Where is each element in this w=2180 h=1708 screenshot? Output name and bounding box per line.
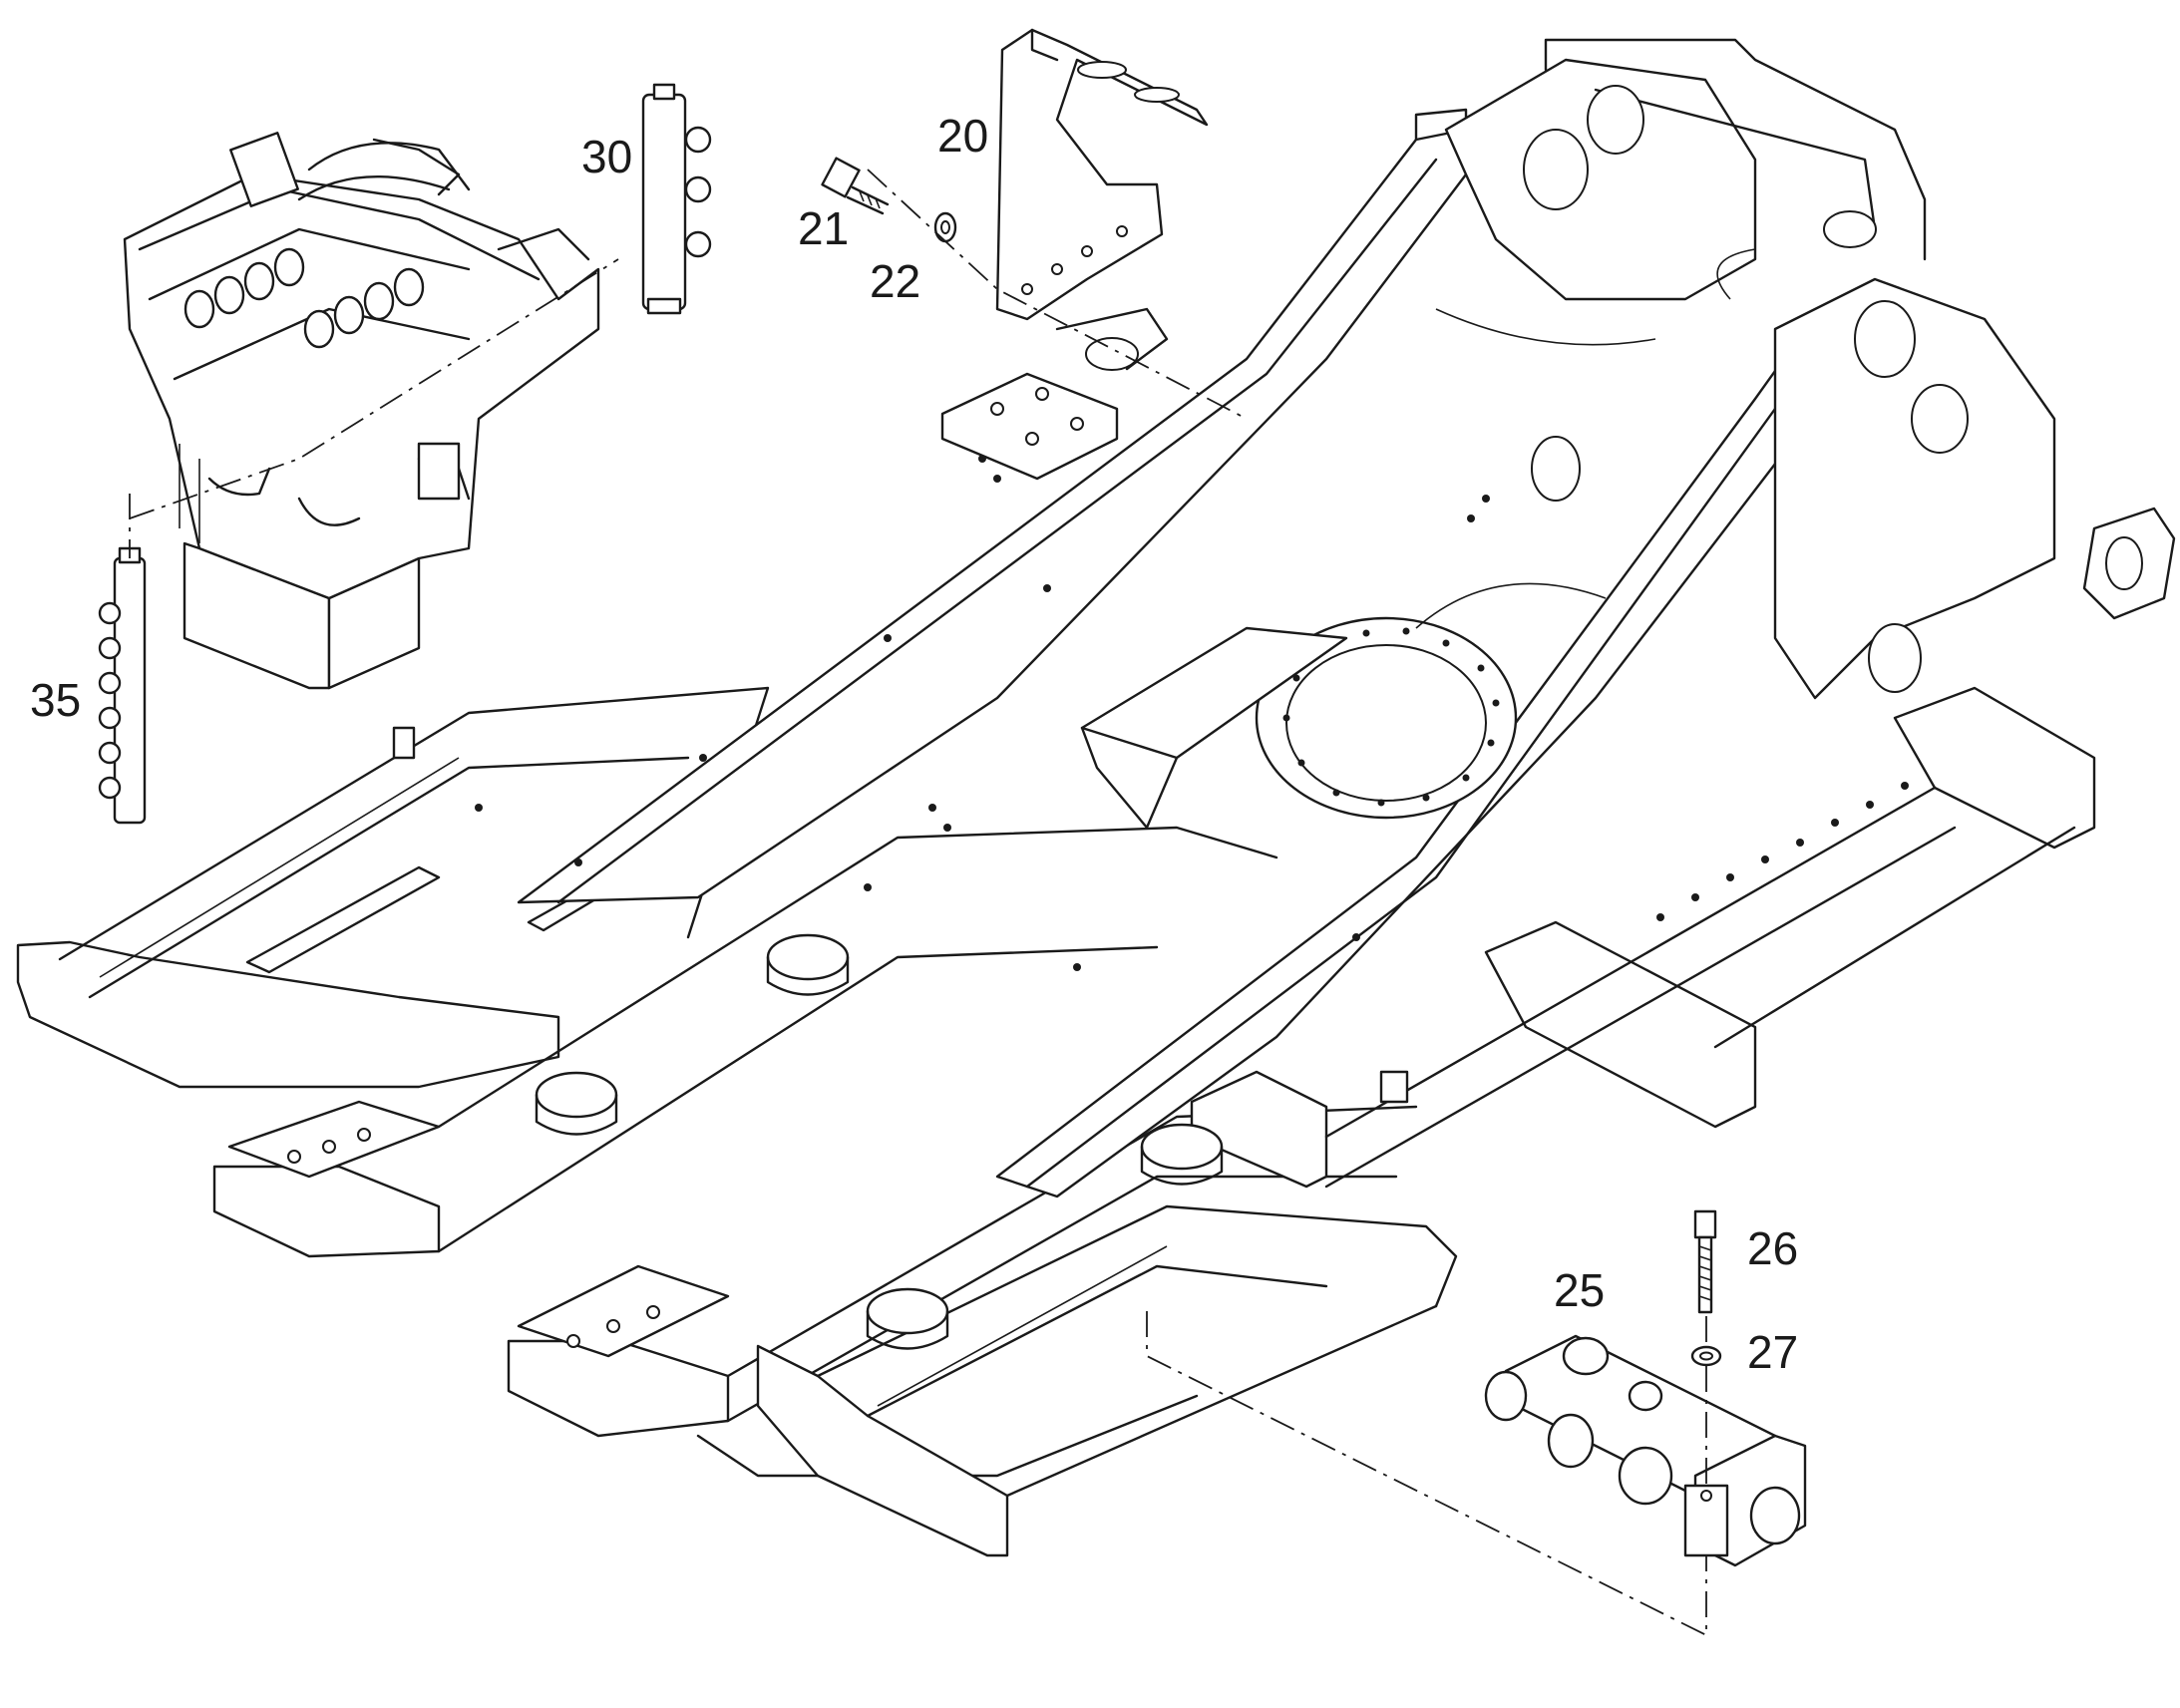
callout-22: 22 <box>870 255 920 307</box>
part-21-bolt <box>821 157 890 215</box>
callout-20: 20 <box>937 110 988 162</box>
frame-bolts <box>475 455 1490 971</box>
engine-cylinders <box>183 247 425 349</box>
engine-pump-assembly <box>123 132 600 690</box>
callout-25: 25 <box>1554 1264 1605 1316</box>
chassis-frame <box>16 38 2176 1557</box>
support-pads <box>535 933 1224 1350</box>
part-35-valve-block <box>98 546 147 825</box>
part-20-bracket <box>995 28 1209 321</box>
callout-21: 21 <box>798 202 849 254</box>
part-27-washer <box>1690 1345 1722 1367</box>
callout-30: 30 <box>581 131 632 182</box>
part-26-cap-screw <box>1693 1209 1717 1314</box>
part-25-manifold <box>1484 1334 1807 1567</box>
callout-35: 35 <box>30 674 81 726</box>
callout-labels: 20 21 22 25 26 27 30 35 <box>30 110 1798 1378</box>
beam-holes <box>1656 782 1909 921</box>
part-22-washer <box>933 211 957 243</box>
part-30-manifold <box>641 83 712 315</box>
callout-27: 27 <box>1747 1326 1798 1378</box>
callout-26: 26 <box>1747 1222 1798 1274</box>
assembly-center-lines <box>129 169 1707 1637</box>
